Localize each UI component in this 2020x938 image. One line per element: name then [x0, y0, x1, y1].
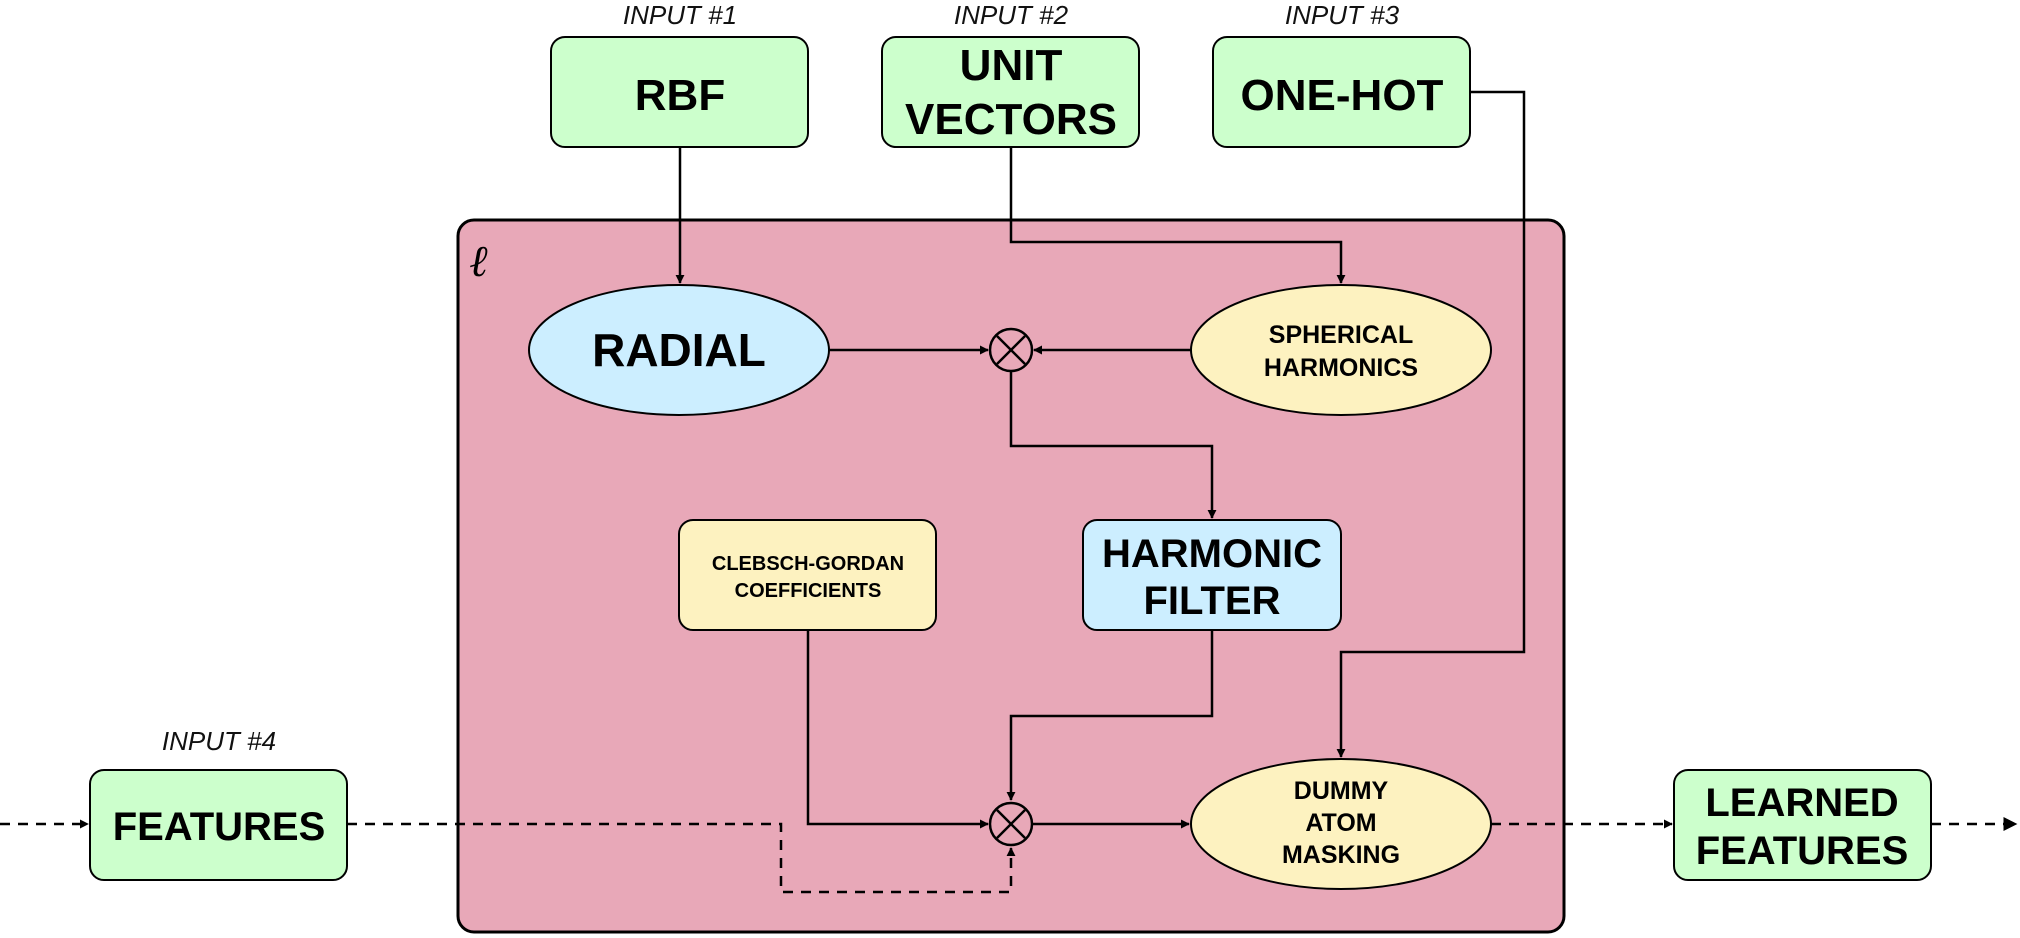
learned-features-box: LEARNED FEATURES [1673, 769, 1932, 881]
clebsch-gordan-line1: CLEBSCH-GORDAN [712, 553, 904, 575]
layer-symbol: ℓ [470, 236, 489, 287]
spherical-harmonics-node: SPHERICAL HARMONICS [1190, 284, 1492, 416]
dashed-arrow-features-to-multiply [347, 822, 1016, 894]
dummy-atom-masking-line1: DUMMY [1294, 777, 1389, 805]
unit-vectors-line2: VECTORS [905, 95, 1117, 144]
learned-features-line2: FEATURES [1696, 829, 1909, 873]
spherical-harmonics-line1: SPHERICAL [1269, 321, 1413, 349]
multiply-node-bottom [988, 801, 1034, 847]
radial-node-label: RADIAL [592, 324, 766, 376]
spherical-harmonics-line2: HARMONICS [1264, 354, 1418, 382]
rbf-box: RBF [550, 36, 809, 148]
features-box-label: FEATURES [113, 805, 326, 849]
arrow-unit-vectors-to-spherical [1009, 147, 1346, 284]
clebsch-gordan-line2: COEFFICIENTS [735, 580, 882, 602]
arrow-one-hot-to-dummy-masking [1336, 90, 1526, 758]
input-4-label: INPUT #4 [162, 726, 276, 756]
radial-node: RADIAL [528, 284, 830, 416]
harmonic-filter-line2: FILTER [1143, 579, 1280, 623]
unit-vectors-box: UNIT VECTORS [881, 36, 1140, 148]
features-box: FEATURES [89, 769, 348, 881]
multiply-node-top [988, 327, 1034, 373]
dummy-atom-masking-node: DUMMY ATOM MASKING [1190, 758, 1492, 890]
one-hot-box-label: ONE-HOT [1241, 71, 1444, 120]
learned-features-line1: LEARNED [1705, 781, 1898, 825]
clebsch-gordan-box: CLEBSCH-GORDAN COEFFICIENTS [678, 519, 937, 631]
arrow-clebsch-gordan-to-multiply [806, 630, 989, 829]
rbf-box-label: RBF [635, 71, 725, 120]
dummy-atom-masking-line2: ATOM [1305, 809, 1376, 837]
input-1-label: INPUT #1 [623, 0, 737, 30]
unit-vectors-line1: UNIT [960, 41, 1063, 90]
dummy-atom-masking-line3: MASKING [1282, 841, 1400, 869]
arrow-multiply-to-harmonic-filter [1009, 371, 1217, 519]
harmonic-filter-line1: HARMONIC [1102, 532, 1322, 576]
arrow-harmonic-filter-to-multiply [1006, 630, 1214, 801]
harmonic-filter-box: HARMONIC FILTER [1082, 519, 1342, 631]
one-hot-box: ONE-HOT [1212, 36, 1471, 148]
input-3-label: INPUT #3 [1285, 0, 1400, 30]
input-2-label: INPUT #2 [954, 0, 1069, 30]
